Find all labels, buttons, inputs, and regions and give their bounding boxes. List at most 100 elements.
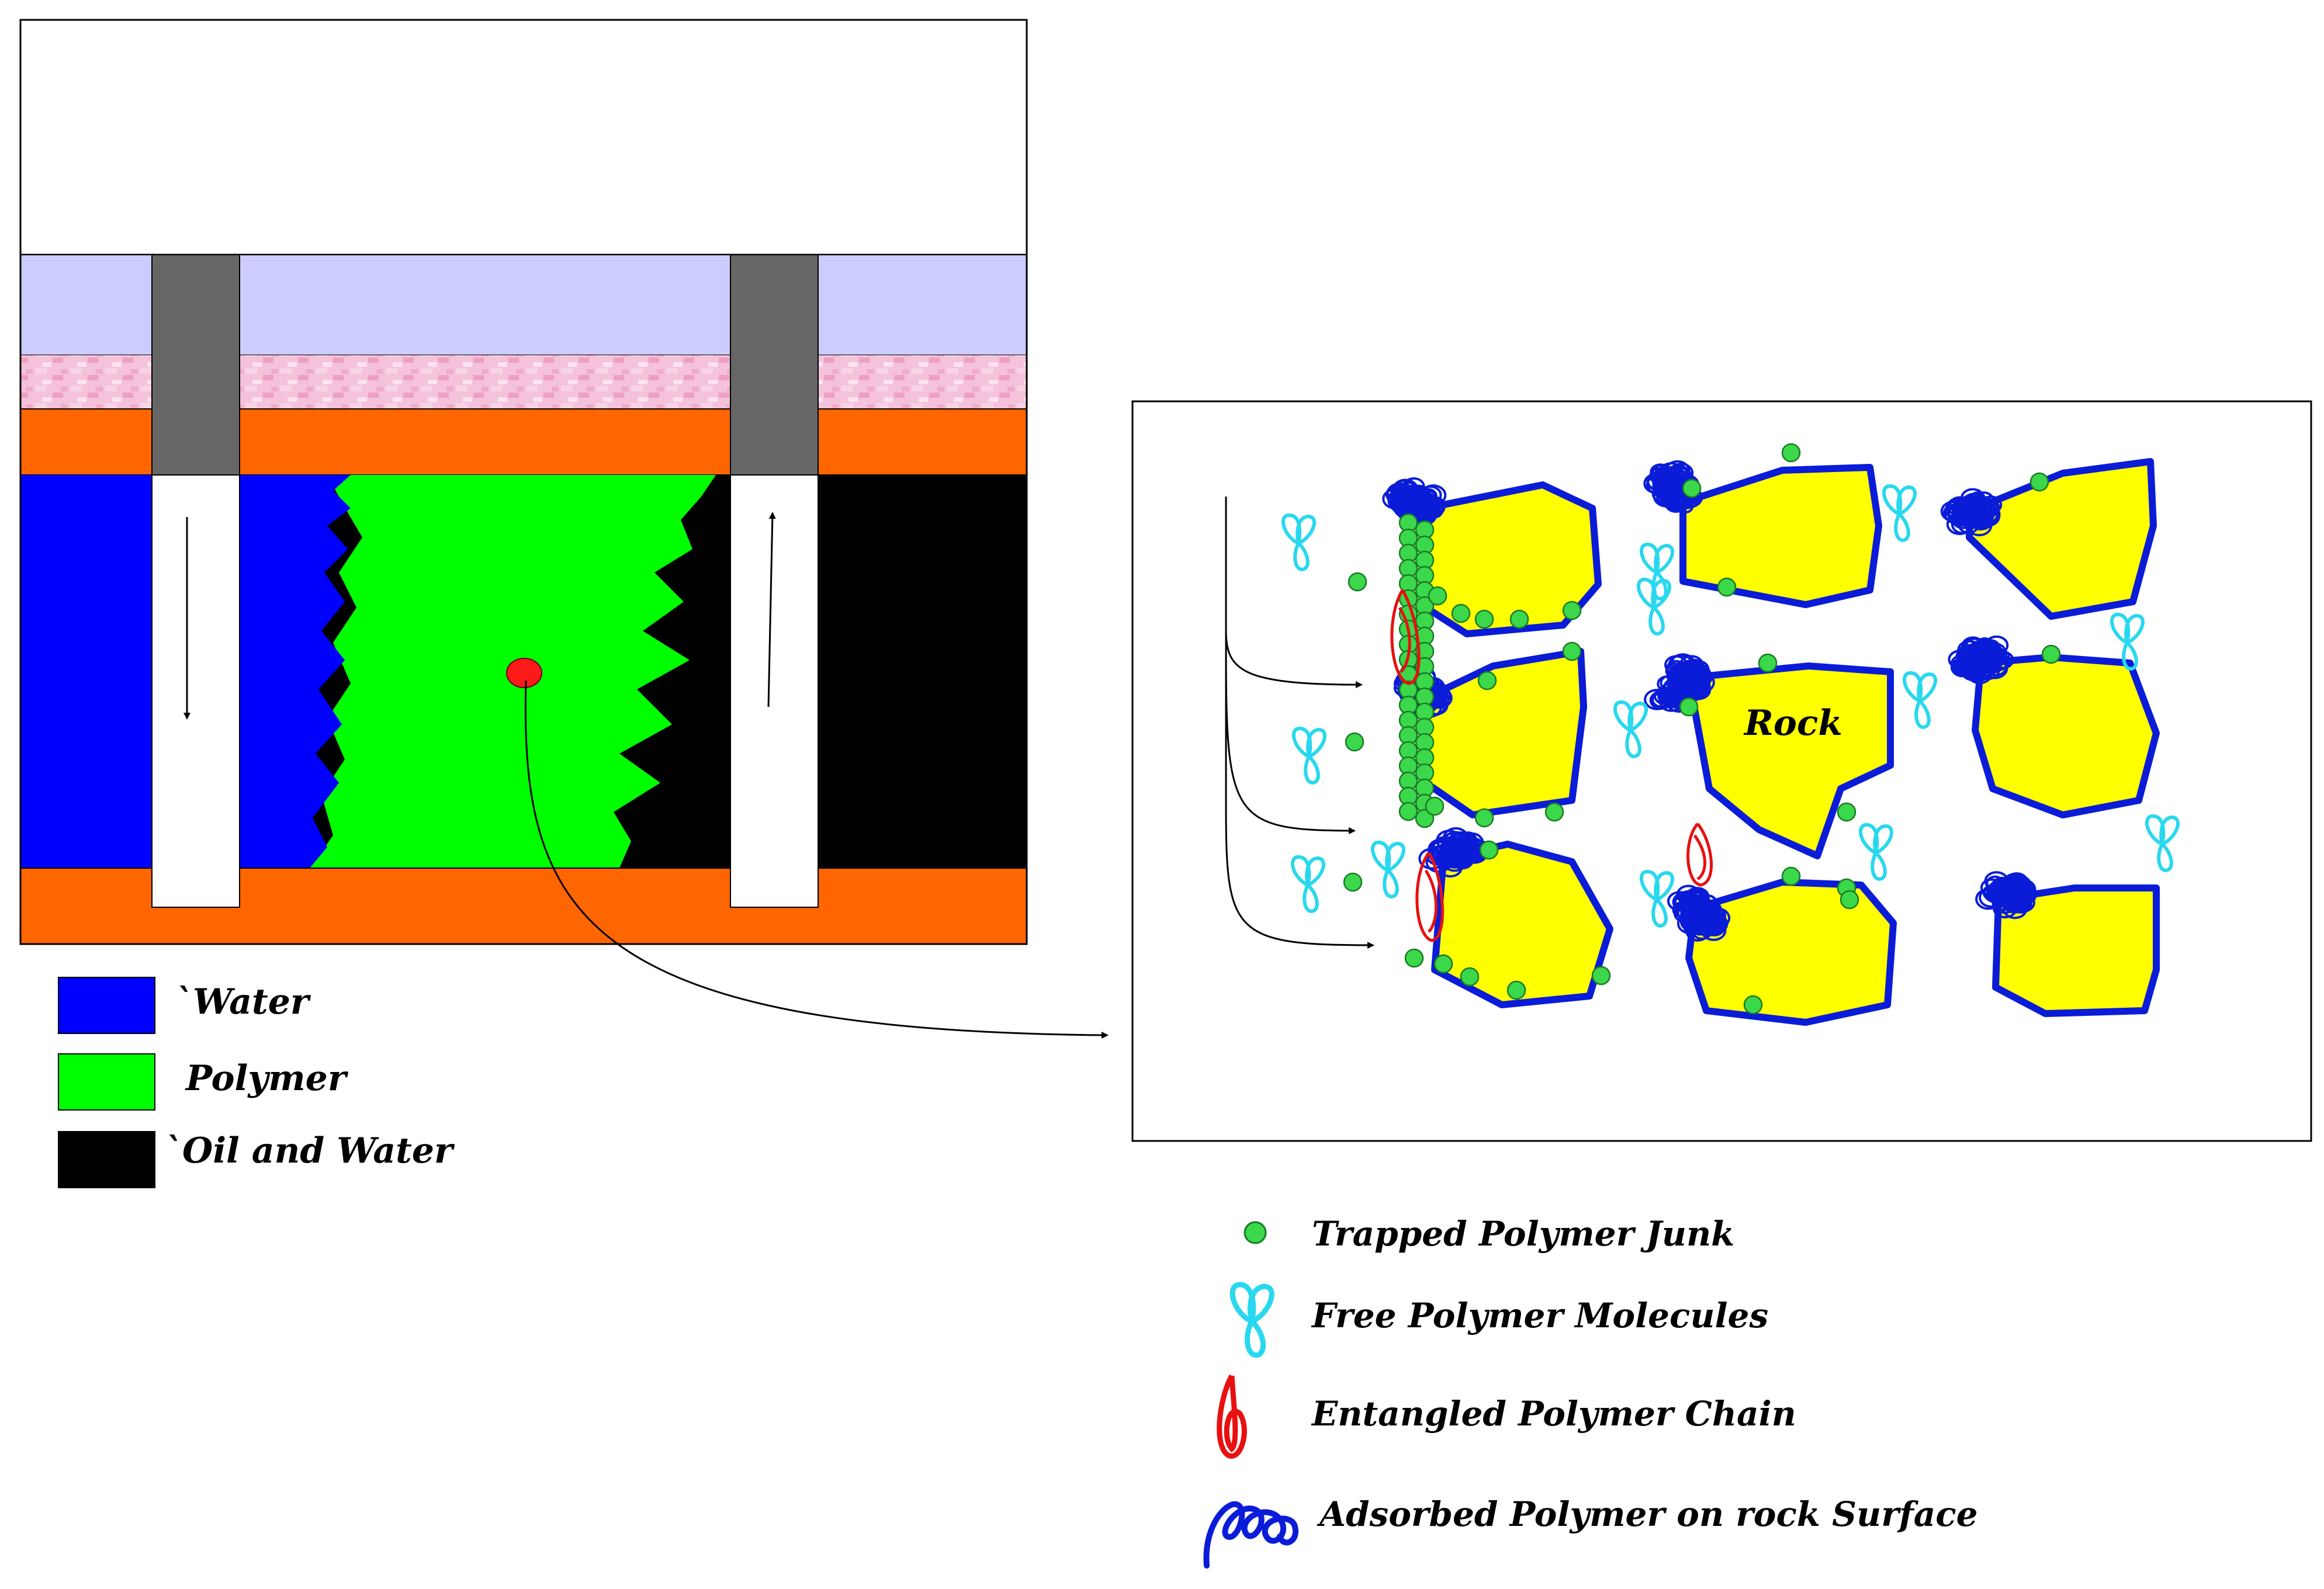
trapped-polymer-dot (1479, 840, 1499, 860)
production-flow-arrow (767, 512, 776, 707)
surface-layer (19, 19, 1028, 256)
adsorbed-polymer-outline (1431, 841, 1613, 1008)
oil-water-swatch (58, 1131, 155, 1188)
trapped-polymer-dot (2029, 472, 2049, 492)
trapped-polymer-dot (1562, 601, 1582, 620)
free-polymer-molecule (1613, 700, 1648, 758)
trapped-polymer-dot (1460, 967, 1480, 987)
free-polymer-molecules (1281, 484, 2180, 928)
trapped-polymer-dot (1679, 697, 1699, 717)
free-polymer-molecule (1290, 855, 1325, 913)
entangled-polymer-chain (1390, 589, 1421, 685)
water-swatch (58, 977, 155, 1034)
trapped-junk-label: Trapped Polymer Junk (1312, 1214, 1734, 1254)
zoom-connector-arrow (524, 680, 1109, 1039)
trapped-polymer-dot (1743, 995, 1763, 1015)
red-coil-icon (1217, 1374, 1247, 1459)
legend-trapped-junk: Trapped Polymer Junk (1244, 1214, 1734, 1254)
rock-grain (1975, 657, 2156, 815)
green-dot-icon (1244, 1221, 1267, 1244)
adsorbed-polymer-layer (1643, 460, 1703, 514)
legend-adsorbed-polymer: Adsorbed Polymer on rock Surface (1203, 1494, 1978, 1569)
free-polymer-molecule (1902, 671, 1937, 729)
trapped-polymer-dot (1433, 954, 1453, 974)
trapped-polymer-dot (1758, 653, 1778, 673)
adsorbed-polymer-outline (1422, 481, 1602, 637)
trapped-polymer-dot (1343, 872, 1363, 892)
adsorbed-polymer-outline (1685, 879, 1897, 1026)
flow-streamline (1225, 806, 1374, 949)
rock-label: Rock (1743, 703, 1842, 744)
rock-grain (1435, 844, 1610, 1005)
entangled-polymer-chain (1686, 823, 1713, 887)
cyan-knot-icon (1229, 1282, 1274, 1358)
entangled-chain-label: Entangled Polymer Chain (1311, 1394, 1796, 1434)
trapped-polymer-dot (1474, 808, 1494, 828)
entangled-polymer-chain (1415, 852, 1444, 942)
trapped-polymer-dot (1477, 671, 1497, 691)
legend-item-oil-water: `Oil and Water (58, 1130, 455, 1188)
blue-scribble-icon (1203, 1501, 1298, 1569)
rock-grain (1426, 651, 1584, 815)
trapped-polymer-dot (1562, 641, 1582, 661)
water-legend-label: `Water (175, 981, 311, 1022)
legend-item-water: `Water (58, 977, 311, 1034)
rock-grains (1382, 458, 2160, 1026)
trapped-polymer-dot (1837, 802, 1857, 822)
production-well-bore (730, 474, 819, 908)
adsorbed-polymer-outline (1679, 464, 1882, 608)
adsorbed-polymer-layer (1644, 653, 1715, 713)
trapped-polymer-dot (1544, 802, 1564, 822)
reservoir-cross-section (19, 19, 1028, 945)
adsorbed-polymer-label: Adsorbed Polymer on rock Surface (1317, 1494, 1978, 1534)
injection-well (151, 254, 240, 908)
injection-well-casing (151, 254, 240, 476)
trapped-polymer-dot (1451, 603, 1471, 623)
free-polymer-molecule (1636, 578, 1671, 636)
flow-streamlines (1225, 497, 1374, 949)
trapped-polymer-dot (1345, 732, 1364, 752)
pore-scale-zoom-panel: Rock (1131, 400, 2312, 1142)
rock-grain (1689, 666, 1890, 856)
free-polymer-label: Free Polymer Molecules (1311, 1296, 1768, 1335)
entangled-polymer-chains (1390, 589, 1713, 942)
trapped-polymer-dot (1781, 443, 1801, 463)
trapped-polymer-dot (1509, 609, 1529, 629)
rock-grain (1683, 467, 1879, 605)
rock-grain (1996, 888, 2156, 1014)
production-well (730, 254, 819, 908)
adsorbed-polymer-layer (1975, 871, 2037, 920)
free-polymer-molecule (1281, 514, 1316, 571)
free-polymer-molecule (2145, 814, 2180, 872)
free-polymer-molecule (2110, 613, 2145, 671)
production-well-casing (730, 254, 819, 476)
adsorbed-polymer-layer (1948, 635, 2014, 685)
polymer-legend-label: Polymer (185, 1058, 349, 1099)
free-polymer-molecule (1370, 841, 1405, 898)
polymer-swatch (58, 1053, 155, 1111)
trapped-polymer-dot (1415, 809, 1435, 828)
trapped-polymer-dot (1425, 796, 1445, 816)
trapped-polymer-dot (1474, 609, 1494, 629)
legend-free-polymer: Free Polymer Molecules (1229, 1282, 1768, 1358)
trapped-polymer-dot (1348, 572, 1367, 592)
free-polymer-molecule (1882, 484, 1917, 542)
trapped-polymer-junk (1343, 443, 2061, 1015)
adsorbed-polymer-outline (1685, 662, 1894, 859)
symbol-legend: Trapped Polymer Junk Free Polymer Molecu… (1203, 1214, 1978, 1569)
adsorbed-polymer-outline (1972, 654, 2160, 818)
legend-item-polymer: Polymer (58, 1053, 349, 1111)
trapped-polymer-dot (1506, 980, 1526, 1000)
trapped-polymer-dot (1428, 586, 1447, 606)
adsorbed-polymer-layer (1382, 477, 1447, 525)
trapped-polymer-dot (1682, 478, 1702, 498)
free-polymer-molecule (1639, 870, 1674, 928)
trapped-polymer-dot (1398, 802, 1418, 821)
trapped-polymer-dot (1840, 890, 1859, 910)
trapped-polymer-dot (1591, 966, 1611, 986)
adsorbed-polymer-outline (1992, 884, 2160, 1017)
free-polymer-molecule (1858, 823, 1893, 881)
trapped-polymer-dot (1404, 948, 1424, 968)
trapped-polymer-dot (1717, 577, 1737, 597)
